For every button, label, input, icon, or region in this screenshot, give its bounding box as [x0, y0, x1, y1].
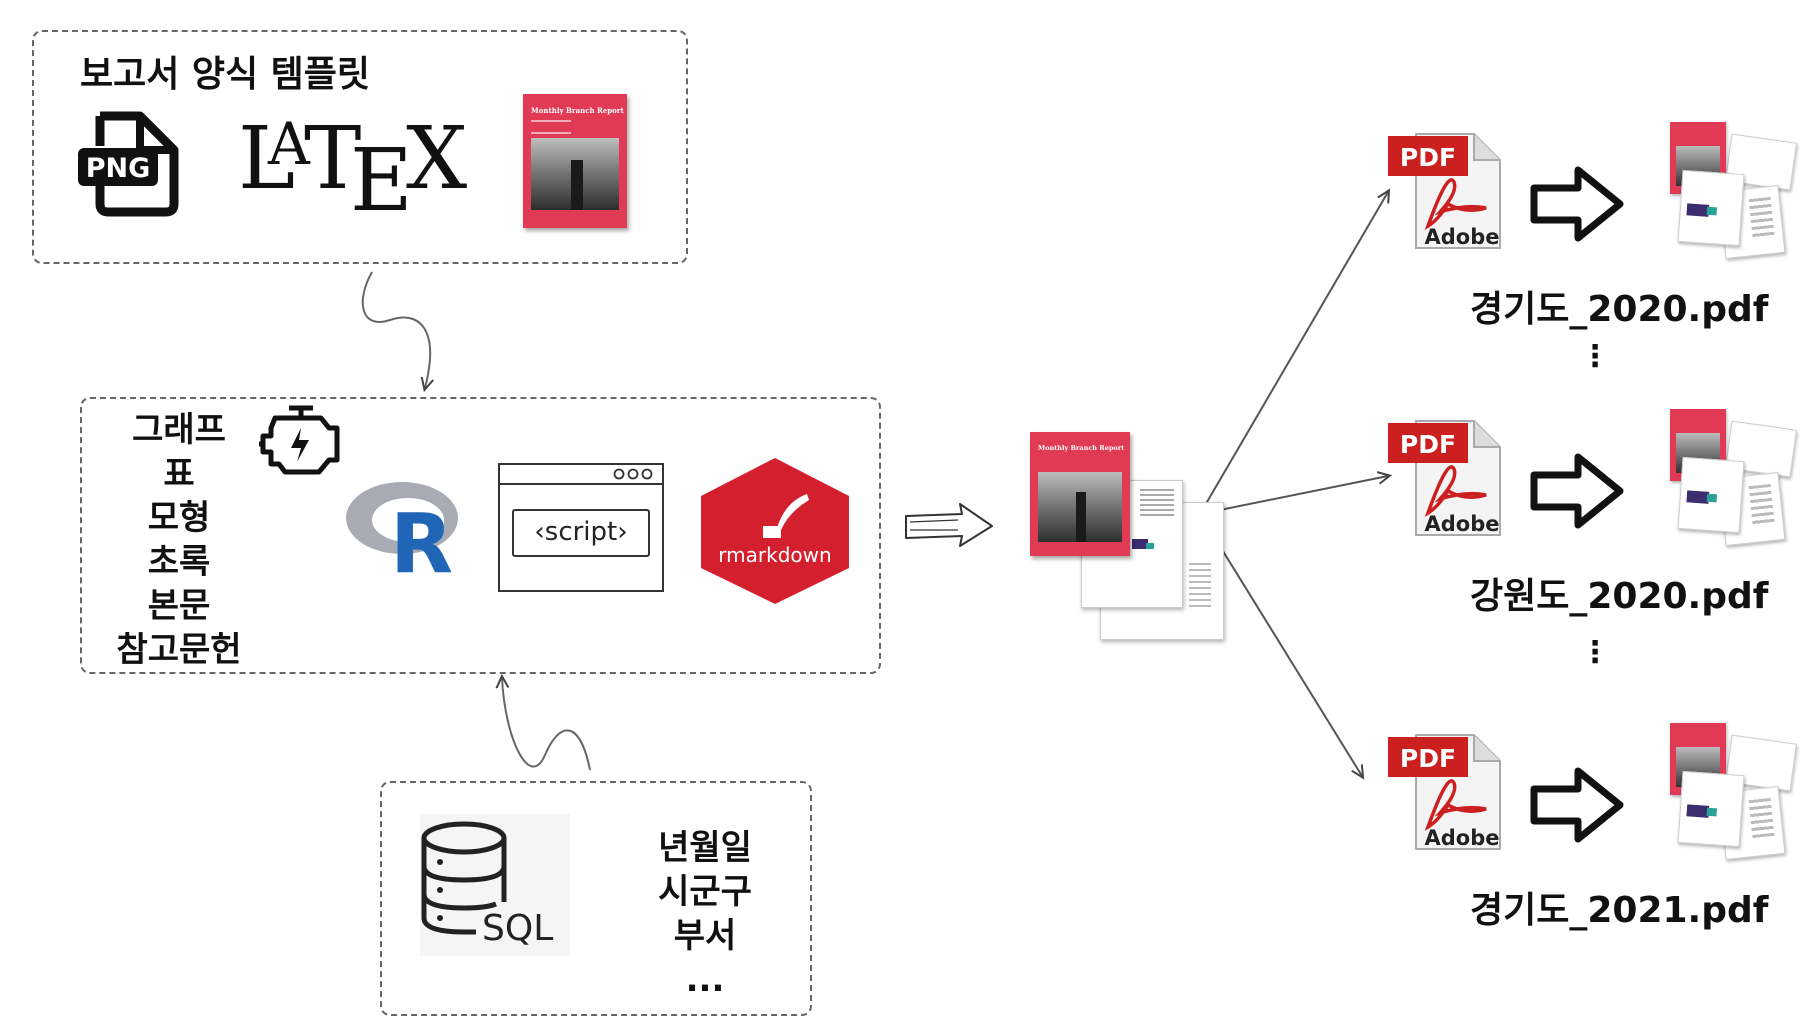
sketch-arrow: [905, 503, 993, 547]
pdf-file-icon: PDF Adobe: [1388, 133, 1501, 249]
content-items: 그래프 표 모형 초록 본문 참고문헌: [100, 408, 258, 672]
latex-logo: L A T E X: [238, 109, 467, 231]
output-filename: 경기도_2021.pdf: [1470, 890, 1769, 931]
engine-icon: [259, 405, 340, 475]
content-item: 참고문헌: [116, 630, 242, 670]
script-label: ‹script›: [534, 517, 628, 547]
pdf-file-icon: PDF Adobe: [1388, 420, 1501, 536]
script-label-box: ‹script›: [512, 509, 650, 557]
svg-text:L: L: [238, 109, 295, 209]
report-pile: [1656, 723, 1806, 863]
data-item: 시군구: [658, 872, 752, 912]
report-pile: [1656, 122, 1806, 262]
template-box-title: 보고서 양식 템플릿: [80, 54, 371, 95]
rmarkdown-label: rmarkdown: [718, 543, 831, 567]
pdf-brand-label: Adobe: [1425, 826, 1500, 850]
output-row: PDF Adobe 경기도_2021.pdf: [1388, 723, 1808, 931]
wavy-arrow-down: [361, 271, 430, 388]
data-item: 부서: [673, 916, 737, 956]
script-window: ‹script›: [498, 463, 664, 592]
cover-photo: [531, 138, 619, 210]
report-cover-thumbnail: Monthly Branch Report: [523, 94, 627, 228]
pdf-brand-label: Adobe: [1425, 225, 1500, 249]
outline-arrow-icon: [1530, 453, 1624, 529]
window-controls-icon: [613, 468, 653, 480]
output-row: PDF Adobe 강원도_2020.pdf: [1388, 409, 1808, 617]
svg-text:A: A: [267, 110, 311, 178]
output-row: PDF Adobe 경기도_2020.pdf: [1388, 122, 1808, 330]
wavy-arrow-up: [502, 678, 591, 771]
r-logo-icon: R: [346, 482, 458, 592]
window-titlebar: [500, 465, 662, 485]
report-cover-title: Monthly Branch Report: [531, 106, 624, 115]
content-item: 모형: [147, 498, 211, 538]
cover-text-lines: [531, 120, 571, 134]
content-item: 본문: [147, 586, 211, 626]
data-box: [380, 781, 812, 1016]
sql-label: SQL: [482, 908, 553, 949]
report-cover-front-title: Monthly Branch Report: [1038, 444, 1125, 452]
pdf-brand-label: Adobe: [1425, 512, 1500, 536]
rmarkdown-logo: rmarkdown: [701, 458, 849, 604]
content-item: 초록: [147, 542, 211, 582]
outline-arrow-icon: [1530, 767, 1624, 843]
template-box: [32, 30, 688, 264]
data-items: 년월일 시군구 부서 ...: [625, 826, 785, 1002]
report-pile: [1656, 409, 1806, 549]
png-label: PNG: [86, 153, 151, 184]
pdf-badge-label: PDF: [1400, 430, 1456, 459]
report-cover-front: Monthly Branch Report: [1030, 432, 1130, 556]
png-file-icon: PNG: [78, 111, 179, 217]
content-box: [80, 397, 881, 674]
outline-arrow-icon: [1530, 166, 1624, 242]
pdf-badge-label: PDF: [1400, 143, 1456, 172]
branch-arrow-3: [1199, 513, 1362, 776]
branch-arrow-2: [1199, 476, 1388, 515]
ellipsis-2: ⋮: [1580, 635, 1610, 670]
svg-text:X: X: [406, 109, 467, 209]
pdf-badge-label: PDF: [1400, 744, 1456, 773]
svg-text:T: T: [304, 109, 361, 209]
output-filename: 강원도_2020.pdf: [1470, 576, 1769, 617]
ellipsis-1: ⋮: [1580, 339, 1610, 374]
svg-text:E: E: [350, 131, 413, 231]
r-letter: R: [390, 497, 453, 592]
output-filename: 경기도_2020.pdf: [1470, 289, 1769, 330]
branch-arrow-1: [1199, 192, 1388, 515]
data-item: 년월일: [658, 828, 752, 868]
content-item: 표: [163, 454, 195, 494]
data-item: ...: [685, 960, 725, 1000]
database-sql-icon: SQL: [420, 814, 570, 956]
pdf-file-icon: PDF Adobe: [1388, 734, 1501, 850]
content-item: 그래프: [132, 410, 226, 450]
